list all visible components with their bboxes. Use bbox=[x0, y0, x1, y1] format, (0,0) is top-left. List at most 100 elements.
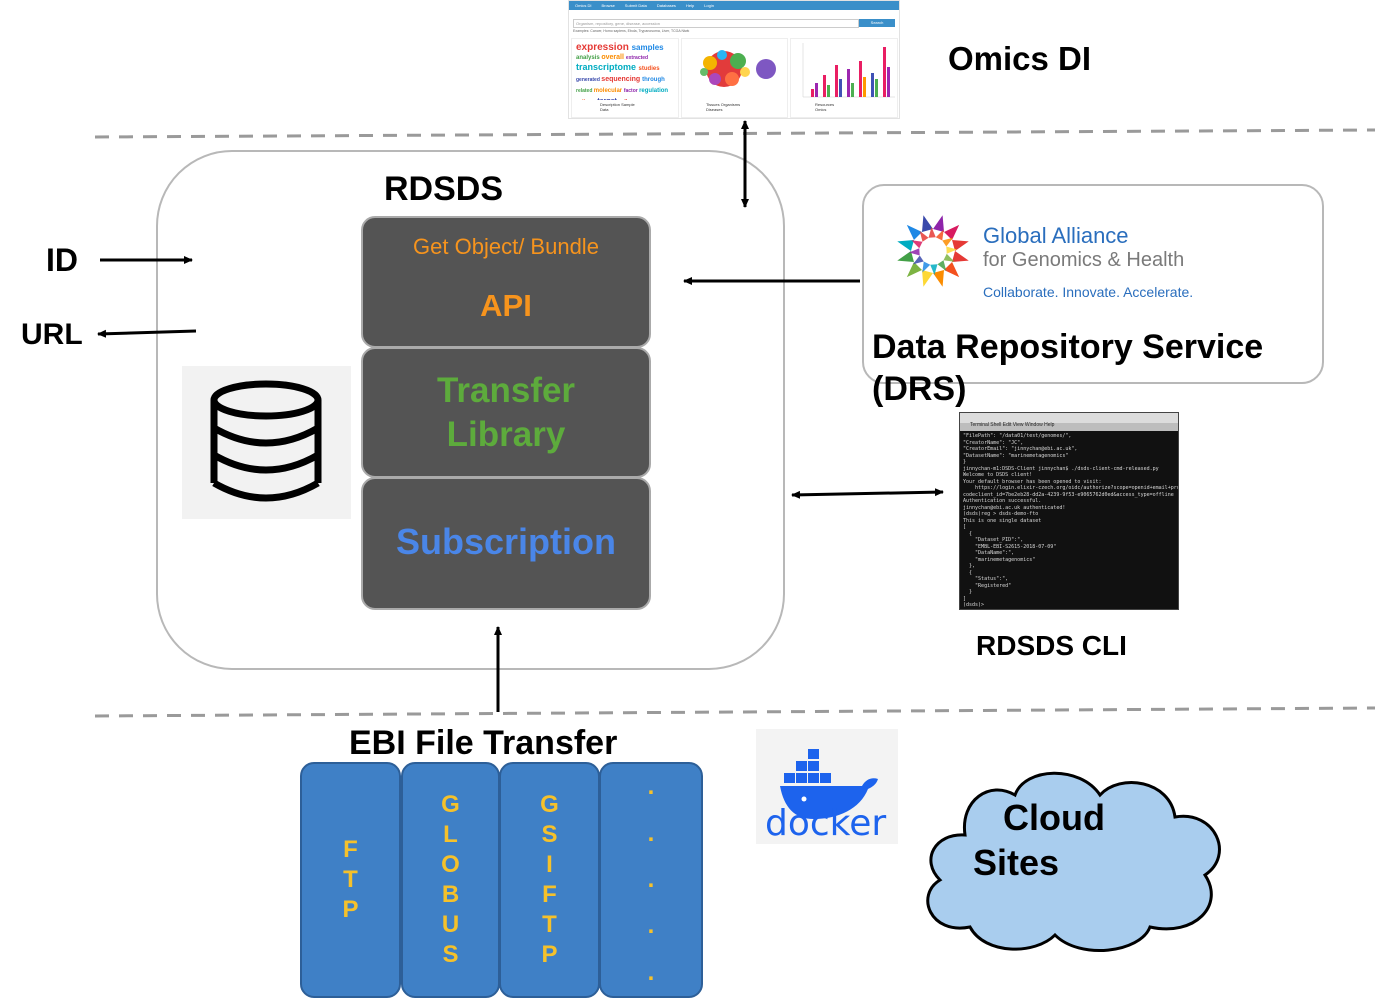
word-cloud-word: transcriptome bbox=[576, 62, 639, 72]
terminal-line: { bbox=[963, 530, 973, 537]
omics-nav-item[interactable]: Submit Data bbox=[624, 3, 647, 8]
word-cloud-word: regulation bbox=[639, 88, 669, 94]
omics-bubble-panel: Tissues Organisms Diseases bbox=[681, 38, 788, 118]
rdsds-cli-label: RDSDS CLI bbox=[976, 630, 1127, 661]
omics-word-cloud-panel: expression samples analysis overall extr… bbox=[571, 38, 679, 118]
terminal-line: "DataName":", bbox=[963, 550, 1015, 556]
terminal-line: "Dataset_PID":", bbox=[963, 537, 1024, 543]
protocol-letter: . bbox=[647, 865, 655, 893]
protocol-letter: S bbox=[541, 821, 558, 848]
terminal-line: "FilePath": "/data01/test/genomes/", bbox=[963, 433, 1072, 439]
protocol-letter: P bbox=[541, 941, 558, 968]
protocol-letter: T bbox=[542, 911, 557, 938]
terminal-menubar: Terminal Shell Edit View Window Help bbox=[960, 413, 1178, 428]
more-protocols-column: ..... bbox=[599, 762, 703, 998]
protocol-letter: . bbox=[647, 819, 655, 847]
protocol-letter: L bbox=[443, 821, 458, 848]
terminal-line: https://login.elixir-czech.org/oidc/auth… bbox=[975, 485, 1179, 491]
drs-box bbox=[862, 184, 1324, 384]
word-cloud-word: sequencing bbox=[601, 76, 643, 83]
omics-bar-chart bbox=[802, 43, 895, 98]
omics-nav-item[interactable]: Login bbox=[704, 3, 714, 8]
word-cloud-word: related bbox=[576, 88, 594, 94]
terminal-line: (dsds)> bbox=[963, 602, 985, 608]
protocol-letter: S bbox=[442, 941, 459, 968]
terminal-line: ] bbox=[963, 595, 967, 602]
api-title: API bbox=[480, 288, 532, 323]
omics-panel-tag[interactable]: Data bbox=[600, 107, 609, 112]
omics-nav-bar: Omics DI Browse Submit Data Databases He… bbox=[569, 1, 899, 10]
omics-nav-item[interactable]: Help bbox=[685, 3, 695, 8]
cloud-sites-line2: Sites bbox=[973, 842, 1060, 883]
protocol-letter: F bbox=[343, 836, 358, 863]
terminal-line: "CreatorName": "JC", bbox=[963, 439, 1024, 446]
protocol-letter: T bbox=[343, 866, 358, 893]
cloud-sites-shape bbox=[926, 771, 1221, 953]
bottom-dashed-separator bbox=[94, 706, 1375, 718]
word-cloud-word: factor bbox=[623, 88, 640, 94]
omics-panel-tag[interactable]: Tissues bbox=[706, 102, 720, 107]
omics-nav-item[interactable]: Omics DI bbox=[575, 3, 592, 8]
terminal-line: Authentication successful. bbox=[963, 498, 1042, 504]
word-cloud-word: expression bbox=[576, 42, 632, 53]
docker-whale-icon bbox=[780, 749, 878, 819]
protocol-letter: G bbox=[540, 791, 559, 818]
protocol-letter: . bbox=[647, 773, 655, 801]
terminal-line: "CreatorEmail": "jinnychan@ebi.ac.uk", bbox=[963, 446, 1078, 452]
omics-panel-tag[interactable]: Omics bbox=[815, 107, 827, 112]
word-cloud-word: generated bbox=[576, 77, 602, 83]
url-label: URL bbox=[21, 318, 83, 351]
ga4gh-tagline: Collaborate. Innovate. Accelerate. bbox=[983, 284, 1194, 300]
docker-logo: docker bbox=[756, 729, 898, 844]
omics-panel-tag[interactable]: Sample bbox=[621, 102, 635, 107]
ga4gh-logo-icon bbox=[895, 213, 971, 289]
ga4gh-name-line2: for Genomics & Health bbox=[983, 249, 1185, 271]
omics-di-label: Omics DI bbox=[948, 40, 1092, 77]
cli-terminal-screenshot: Terminal Shell Edit View Window Help "Fi… bbox=[959, 412, 1179, 610]
word-cloud-word: samples bbox=[631, 43, 664, 52]
id-label: ID bbox=[46, 242, 78, 278]
protocol-letter: . bbox=[647, 958, 655, 986]
rdsds-title: RDSDS bbox=[384, 170, 504, 208]
word-cloud-word: target bbox=[597, 98, 618, 100]
omics-search-input[interactable]: Organism, repository, gene, disease, acc… bbox=[573, 19, 859, 28]
omics-panel-tag[interactable]: Description bbox=[600, 102, 621, 107]
protocol-letter: B bbox=[441, 881, 460, 908]
terminal-line: codeclient_id=7be2eb28-dd2a-4239-9f53-e9… bbox=[963, 491, 1174, 498]
terminal-line: { bbox=[963, 569, 973, 576]
omics-word-cloud: expression samples analysis overall extr… bbox=[576, 42, 676, 101]
word-cloud-word: extracted bbox=[625, 55, 649, 61]
word-cloud-word: overall bbox=[601, 54, 626, 61]
drs-label: Data Repository Service bbox=[872, 328, 1264, 366]
docker-label: docker bbox=[765, 803, 887, 844]
omics-bar-panel: Resources Omics bbox=[790, 38, 898, 118]
omics-panel-tag[interactable]: Resources bbox=[815, 102, 835, 107]
word-cloud-word: molecular bbox=[593, 88, 624, 94]
ga4gh-name-line1: Global Alliance bbox=[983, 223, 1129, 248]
protocol-letter: I bbox=[546, 851, 553, 878]
cloud-sites-line1: Cloud bbox=[1003, 797, 1105, 838]
omics-panel-tag[interactable]: Organisms bbox=[720, 102, 741, 107]
omics-nav-item[interactable]: Databases bbox=[656, 3, 676, 8]
omics-di-screenshot: Omics DI Browse Submit Data Databases He… bbox=[568, 0, 900, 119]
terminal-line: }, bbox=[963, 563, 976, 569]
top-dashed-separator bbox=[94, 128, 1375, 139]
omics-nav-item[interactable]: Browse bbox=[601, 3, 615, 8]
omics-examples: Examples: Cancer, Homo sapiens, Ebola, T… bbox=[573, 29, 690, 33]
protocol-letter: . bbox=[647, 912, 655, 940]
transfer-library-line1: Transfer bbox=[436, 370, 576, 410]
omics-search-button[interactable]: Search bbox=[859, 19, 895, 27]
protocol-letter: G bbox=[441, 791, 460, 818]
terminal-line: } bbox=[963, 589, 973, 595]
terminal-line: jinnychan-m1:DSDS-Client jinnychan$ ./ds… bbox=[963, 465, 1159, 472]
cli-link-arrow bbox=[791, 488, 944, 499]
terminal-line: "Registered" bbox=[963, 582, 1012, 589]
terminal-line: "Status":", bbox=[963, 576, 1009, 582]
word-cloud-word: analysis bbox=[576, 55, 602, 61]
database-icon bbox=[182, 366, 351, 519]
transfer-library-line2: Library bbox=[446, 414, 566, 454]
omics-panel-tag[interactable]: Diseases bbox=[706, 107, 723, 112]
transfer-library-layer: Transfer Library bbox=[361, 347, 651, 478]
